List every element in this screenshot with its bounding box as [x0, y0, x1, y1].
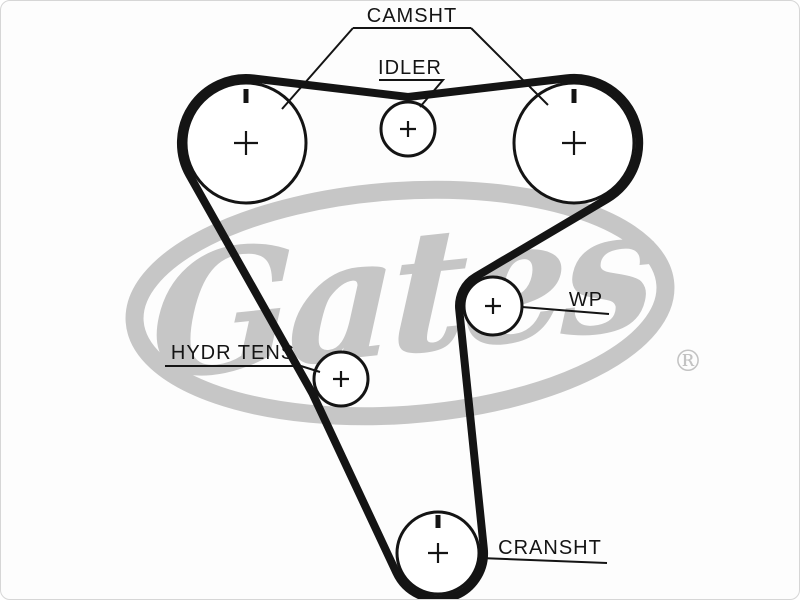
idler-leader-line [379, 79, 446, 108]
timing-belt [176, 73, 644, 599]
idler-pulley [379, 100, 437, 158]
watermark-oval [125, 180, 675, 426]
label-crankshaft: CRANSHT [479, 537, 608, 564]
hydraulic-tensioner-label: HYDR TENS [171, 342, 295, 364]
crankshaft-leader-line [479, 557, 608, 564]
watermark-registered-icon: ® [673, 344, 703, 379]
hydraulic-tensioner-leader-line [165, 365, 321, 373]
camshaft-right-center-cross [562, 131, 586, 155]
label-idler: IDLER [378, 57, 446, 108]
water-pump-label: WP [569, 289, 603, 311]
crankshaft-center-cross [428, 543, 448, 563]
water-pump-center-cross [485, 298, 501, 314]
water-pump-leader-line [521, 306, 610, 315]
camshaft-left-center-cross [234, 131, 258, 155]
camshaft-label: CAMSHT [367, 5, 457, 27]
idler-label: IDLER [378, 57, 442, 79]
idler-center-cross [400, 121, 416, 137]
crankshaft-label: CRANSHT [498, 537, 602, 559]
hydraulic-tensioner-pulley [312, 350, 370, 408]
camshaft-right-pulley [512, 81, 636, 205]
camshaft-leader-line [281, 27, 549, 110]
hydraulic-tensioner-center-cross [333, 371, 349, 387]
water-pump-pulley [462, 275, 524, 337]
camshaft-left-pulley [184, 81, 308, 205]
label-camshaft: CAMSHT [281, 5, 549, 110]
label-hydraulic-tensioner: HYDR TENS [165, 342, 321, 373]
crankshaft-pulley [395, 510, 481, 596]
label-water-pump: WP [521, 289, 610, 315]
gates-watermark: Gates ® [125, 167, 703, 426]
